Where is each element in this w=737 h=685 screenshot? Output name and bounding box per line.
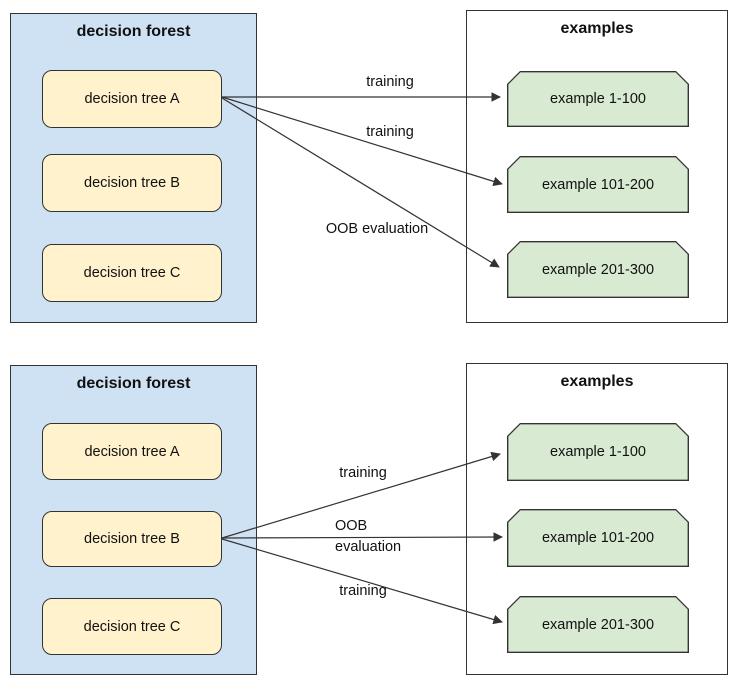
example-card-label: example 201-300 bbox=[541, 616, 655, 633]
example-card-1-bottom: example 1-100 bbox=[507, 423, 689, 481]
tree-node-a-bottom: decision tree A bbox=[42, 423, 222, 480]
tree-node-c-top: decision tree C bbox=[42, 244, 222, 302]
edge-label-training-2-bottom: training bbox=[339, 583, 387, 599]
forest-container-bottom: decision forest decision tree A decision… bbox=[10, 365, 257, 675]
examples-title-top: examples bbox=[560, 20, 634, 37]
example-card-label: example 1-100 bbox=[550, 444, 646, 460]
example-card-3-bottom: example 201-300 bbox=[507, 596, 689, 653]
examples-title-bottom: examples bbox=[560, 373, 634, 390]
edge-label-training-1-bottom: training bbox=[339, 465, 387, 481]
tree-node-b-bottom: decision tree B bbox=[42, 511, 222, 567]
example-card-1-top: example 1-100 bbox=[507, 71, 689, 127]
card-fill bbox=[508, 510, 687, 565]
tree-node-c-bottom: decision tree C bbox=[42, 598, 222, 655]
example-card-3-top: example 201-300 bbox=[507, 241, 689, 298]
example-card-label: example 201-300 bbox=[541, 261, 655, 278]
edge-label-oob-evaluation-top: OOB evaluation bbox=[325, 221, 429, 237]
card-fill bbox=[508, 242, 687, 296]
example-card-label: example 101-200 bbox=[541, 530, 655, 546]
card-fill bbox=[508, 157, 687, 211]
card-fill bbox=[508, 597, 687, 651]
example-card-2-bottom: example 101-200 bbox=[507, 509, 689, 567]
examples-container-top: examples example 1-100 example 101-200 e… bbox=[466, 10, 728, 323]
edge-label-oob-evaluation-bottom: OOB evaluation bbox=[335, 518, 402, 555]
edge-label-training-1-top: training bbox=[366, 74, 414, 90]
forest-container-top: decision forest decision tree A decision… bbox=[10, 13, 257, 323]
tree-node-b-top: decision tree B bbox=[42, 154, 222, 212]
tree-node-a-top: decision tree A bbox=[42, 70, 222, 128]
edge-label-training-2-top: training bbox=[366, 124, 414, 140]
examples-container-bottom: examples example 1-100 example 101-200 e… bbox=[466, 363, 728, 675]
forest-title-top: decision forest bbox=[76, 23, 191, 40]
example-card-label: example 101-200 bbox=[541, 176, 655, 193]
example-card-label: example 1-100 bbox=[550, 91, 646, 107]
forest-title-bottom: decision forest bbox=[76, 375, 191, 392]
example-card-2-top: example 101-200 bbox=[507, 156, 689, 213]
card-fill bbox=[508, 424, 687, 479]
card-fill bbox=[508, 72, 687, 125]
